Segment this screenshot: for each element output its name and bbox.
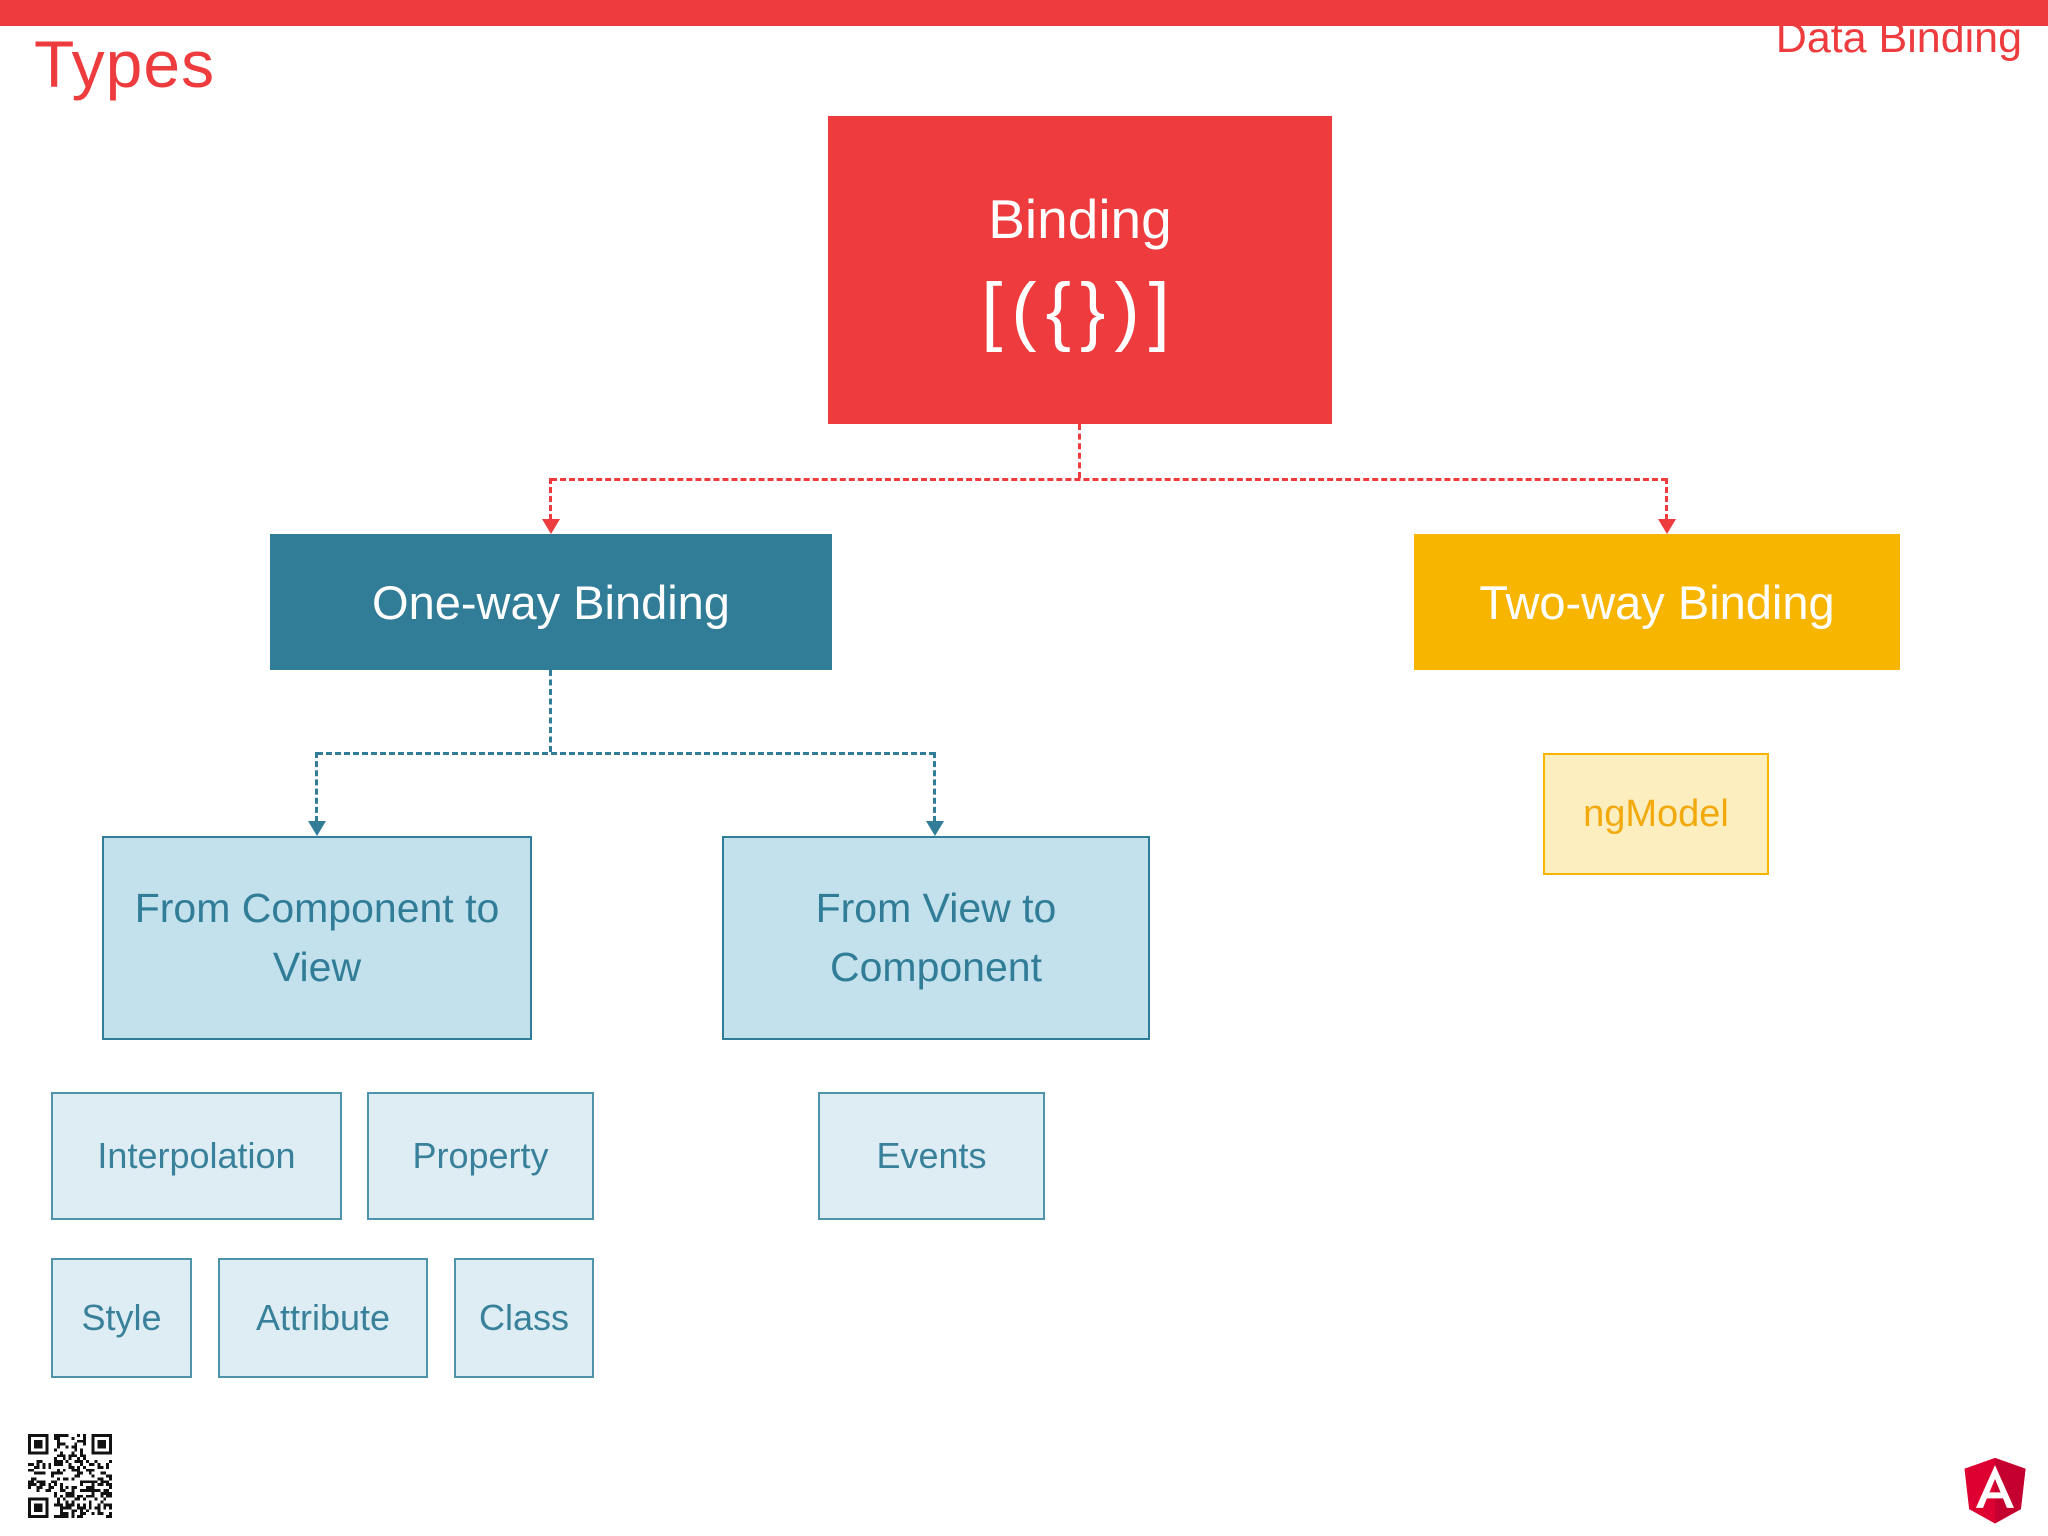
page-title: Types [34, 27, 216, 101]
connector-to-twoway [1665, 478, 1668, 520]
connector-oneway-stub [549, 670, 552, 752]
node-binding-symbol: [({})] [981, 267, 1179, 353]
top-accent-bar [0, 0, 2048, 26]
node-binding: Binding [({})] [828, 116, 1332, 424]
connector-to-from-component [315, 752, 318, 822]
node-class: Class [454, 1258, 594, 1378]
node-binding-label: Binding [988, 187, 1172, 250]
node-attribute: Attribute [218, 1258, 428, 1378]
connector-binding-horizontal [551, 478, 1667, 481]
qr-code [28, 1434, 112, 1518]
node-from-view-to-component: From View to Component [722, 836, 1150, 1040]
node-property: Property [367, 1092, 594, 1220]
node-from-component-to-view: From Component to View [102, 836, 532, 1040]
arrowhead-oneway-icon [542, 519, 560, 534]
connector-to-oneway [549, 478, 552, 520]
angular-shield-icon [1954, 1446, 2036, 1532]
connector-oneway-horizontal [317, 752, 935, 755]
node-one-way-binding: One-way Binding [270, 534, 832, 670]
node-ngmodel: ngModel [1543, 753, 1769, 875]
node-style: Style [51, 1258, 192, 1378]
arrowhead-from-view-icon [926, 821, 944, 836]
header-topic: Data Binding [1775, 14, 2022, 62]
node-interpolation: Interpolation [51, 1092, 342, 1220]
node-events: Events [818, 1092, 1045, 1220]
node-from-view-to-component-label: From View to Component [815, 884, 1057, 990]
arrowhead-from-component-icon [308, 821, 326, 836]
node-two-way-binding: Two-way Binding [1414, 534, 1900, 670]
connector-binding-stub [1078, 424, 1081, 478]
node-from-component-to-view-label: From Component to View [134, 884, 500, 990]
connector-to-from-view [933, 752, 936, 822]
arrowhead-twoway-icon [1658, 519, 1676, 534]
